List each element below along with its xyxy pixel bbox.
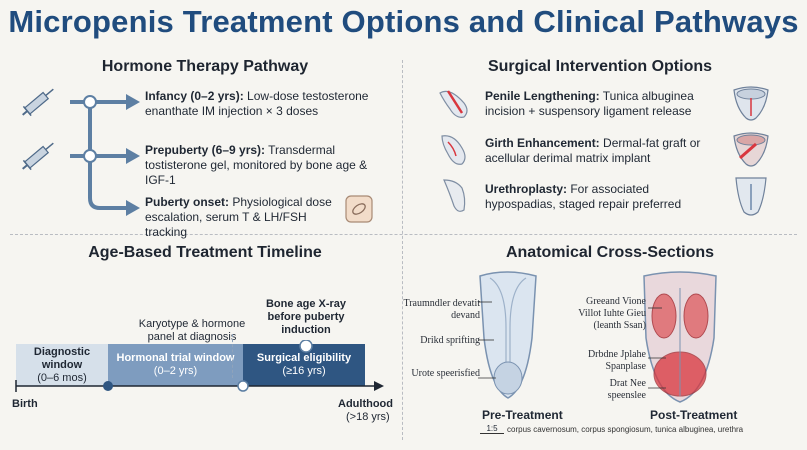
segment-diagnostic-sub: (0–6 mos) (37, 371, 87, 384)
segment-surgical-sub: (≥16 yrs) (282, 365, 326, 377)
hormone-step-3: Puberty onset: Physiological dose escala… (145, 195, 345, 240)
hormone-step-2: Prepuberty (6–9 yrs): Transdermal tostis… (145, 143, 375, 188)
page-title: Micropenis Treatment Options and Clinica… (8, 4, 799, 39)
surgery-option-3-label: Urethroplasty: (485, 182, 568, 196)
anatomy-footnote: corpus cavernosum, corpus spongiosum, tu… (507, 425, 744, 434)
hormone-step-2-label: Prepuberty (6–9 yrs): (145, 143, 266, 157)
girth-icon (441, 135, 466, 165)
timeline-callout-karyotype: Karyotype & hormone panel at diagnosis (138, 318, 246, 343)
segment-hormonal-sub: (0–2 yrs) (153, 365, 198, 377)
hormone-step-3-label: Puberty onset: (145, 195, 230, 209)
timeline-start-label: Birth (12, 398, 38, 410)
urethroplasty-result-icon (735, 177, 767, 216)
hormone-step-1-label: Infancy (0–2 yrs): (145, 89, 244, 103)
scale-bar: 1:5 (480, 424, 504, 434)
anatomy-illustration (478, 271, 717, 403)
timeline-heading: Age-Based Treatment Timeline (88, 244, 322, 261)
gel-patch-icon (345, 195, 373, 223)
hormone-flow-diagram (22, 88, 140, 216)
girth-result-icon (733, 132, 769, 167)
pre-label-1: Traumndler devatit devand (403, 298, 480, 321)
vertical-divider (402, 60, 403, 440)
anatomy-heading: Anatomical Cross-Sections (505, 244, 715, 261)
timeline-axis (15, 340, 384, 392)
surgery-heading: Surgical Intervention Options (487, 58, 713, 75)
timeline-segment-hormonal: Hormonal trial window (0–2 yrs) (108, 344, 243, 386)
surgery-option-1-label: Penile Lengthening: (485, 89, 600, 103)
lengthening-icon (439, 90, 468, 118)
segment-surgical-label: Surgical eligibility (256, 352, 352, 364)
surgery-option-2-label: Girth Enhancement: (485, 136, 600, 150)
lengthening-result-icon (733, 86, 769, 121)
syringe-icon (22, 88, 54, 117)
post-treatment-diagram (643, 271, 717, 403)
timeline-marker-line (232, 334, 234, 378)
arrowhead-2 (126, 148, 140, 164)
flow-trunk (88, 102, 128, 210)
segment-diagnostic-label: Diagnostic window (33, 345, 91, 371)
surgery-option-1-text: Tunica albuginea incision + suspensory l… (485, 89, 694, 118)
surgery-option-3: Urethroplasty: For associated hypospadia… (485, 182, 720, 212)
urethroplasty-icon (443, 179, 466, 212)
hormone-step-3-text: Physiological dose escalation, serum T &… (145, 195, 332, 239)
segment-hormonal-label: Hormonal trial window (116, 352, 235, 364)
post-label-3: Drat Nee speenslee (607, 378, 646, 401)
surgery-option-2-text: Dermal-fat graft or acellular derimal ma… (485, 136, 701, 165)
arrowhead-3 (126, 200, 140, 216)
hormone-step-1: Infancy (0–2 yrs): Low-dose testosterone… (145, 89, 390, 119)
pre-label-3: Urote speerisfied (411, 368, 480, 379)
hormone-step-2-text: Transdermal tostisterone gel, monitored … (145, 143, 368, 187)
hormone-step-1-text: Low-dose testosterone enanthate IM injec… (145, 89, 369, 118)
post-treatment-caption: Post-Treatment (650, 408, 738, 422)
pre-treatment-diagram (479, 271, 537, 399)
hormone-heading: Hormone Therapy Pathway (101, 58, 309, 75)
timeline-end-label: Adulthood (338, 398, 393, 410)
post-label-2: Drbdne Jplahe Spanplase (587, 349, 646, 372)
arrowhead-1 (126, 94, 140, 110)
surgery-option-1: Penile Lengthening: Tunica albuginea inc… (485, 89, 715, 119)
pre-label-2: Drikd sprifting (420, 335, 480, 346)
timeline-segment-diagnostic: Diagnostic window (0–6 mos) (16, 344, 108, 386)
surgery-option-3-text: For associated hypospadias, staged repai… (485, 182, 682, 211)
pre-treatment-caption: Pre-Treatment (482, 408, 563, 422)
syringe-icon (22, 142, 54, 171)
flow-node-2 (83, 149, 97, 163)
surgery-option-2: Girth Enhancement: Dermal-fat graft or a… (485, 136, 715, 166)
flow-node-1 (83, 95, 97, 109)
timeline-callout-bone-age: Bone age X-ray before puberty induction (265, 298, 347, 336)
post-label-1: Greeand Vione Villot Iuhte Gieu (leanth … (578, 296, 646, 331)
horizontal-divider (10, 234, 797, 235)
timeline-end-sub: (>18 yrs) (346, 411, 390, 423)
